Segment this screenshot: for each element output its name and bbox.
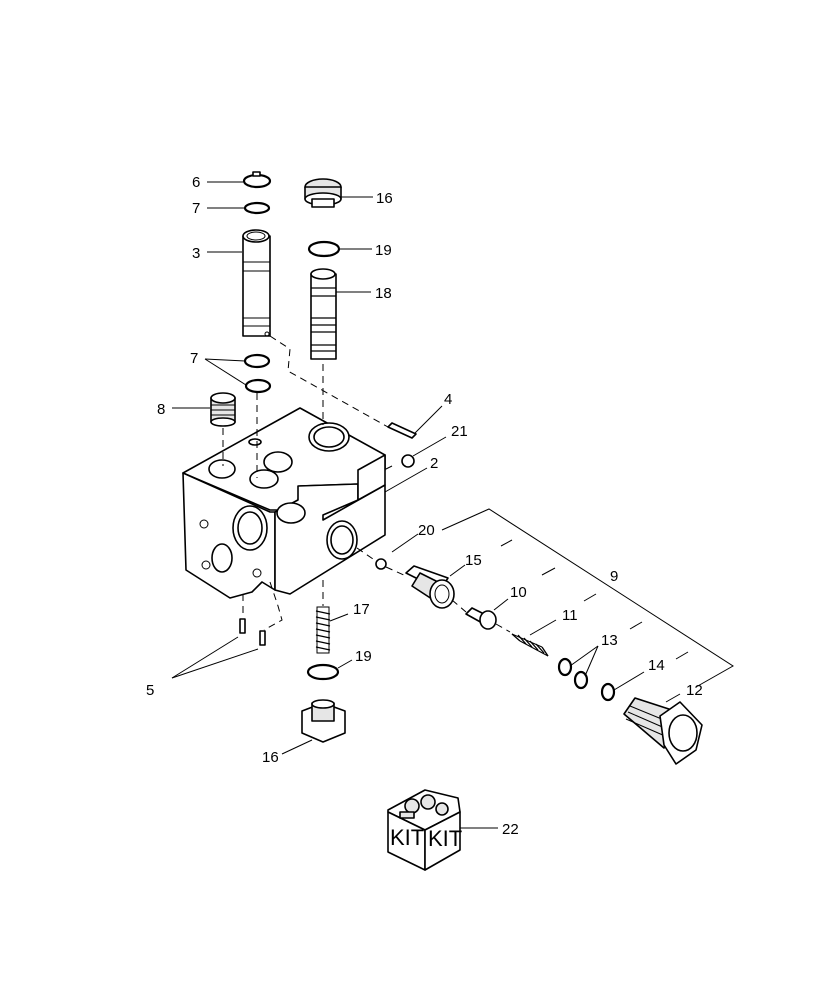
kit-label-right: KIT xyxy=(428,826,462,851)
part-15-valve-seat xyxy=(405,565,455,609)
kit-label-left: KIT xyxy=(390,825,424,850)
assembly-dashed-lines xyxy=(222,335,511,633)
part-5-pins xyxy=(239,618,266,646)
part-21-plug xyxy=(401,454,415,468)
callout-6: 6 xyxy=(192,174,200,191)
leader-lines xyxy=(171,181,734,829)
callout-12: 12 xyxy=(686,682,703,699)
callout-18: 18 xyxy=(375,285,392,302)
callout-21: 21 xyxy=(451,423,468,440)
callout-16-bottom: 16 xyxy=(262,749,279,766)
part-6-snap-ring xyxy=(242,171,272,189)
part-13-washer-a xyxy=(557,657,573,677)
callout-7-pair: 7 xyxy=(190,350,198,367)
callout-10: 10 xyxy=(510,584,527,601)
part-13-washer-b xyxy=(573,670,589,690)
callout-7-top: 7 xyxy=(192,200,200,217)
callout-22: 22 xyxy=(502,821,519,838)
callout-5: 5 xyxy=(146,682,154,699)
part-20-small-ring xyxy=(375,558,387,570)
callout-20: 20 xyxy=(418,522,435,539)
callout-11: 11 xyxy=(562,607,578,624)
part-7-o-ring-top xyxy=(243,201,271,215)
callout-8: 8 xyxy=(157,401,165,418)
callout-19-bottom: 19 xyxy=(355,648,372,665)
callout-3: 3 xyxy=(192,245,200,262)
callout-4: 4 xyxy=(444,391,452,408)
callout-9: 9 xyxy=(610,568,618,585)
callout-19-top: 19 xyxy=(375,242,392,259)
part-12-plug xyxy=(623,697,703,765)
kit-box-icon: KIT KIT xyxy=(387,789,462,871)
part-17-spring xyxy=(315,606,331,654)
part-16-plug-bottom xyxy=(301,699,346,743)
part-3-spool-sleeve xyxy=(242,229,271,337)
part-7-o-ring-bottom xyxy=(244,378,272,394)
callout-15: 15 xyxy=(465,552,482,569)
callout-14: 14 xyxy=(648,657,665,674)
callout-2: 2 xyxy=(430,455,438,472)
part-7-o-ring-middle xyxy=(243,353,271,369)
part-19-o-ring-bottom xyxy=(306,663,340,681)
callout-17: 17 xyxy=(353,601,370,618)
part-4-pin xyxy=(387,422,417,439)
callout-13: 13 xyxy=(601,632,618,649)
callout-16-top: 16 xyxy=(376,190,393,207)
part-8-threaded-plug xyxy=(210,392,236,427)
part-14-washer xyxy=(600,682,616,702)
part-11-spring xyxy=(511,633,549,657)
part-10-poppet xyxy=(465,607,497,630)
callout-labels: 6 7 3 7 8 16 19 18 4 21 2 20 15 10 11 9 … xyxy=(146,174,703,838)
part-16-plug-top xyxy=(304,178,342,208)
part-18-cartridge xyxy=(310,268,337,360)
valve-body xyxy=(182,407,386,599)
part-19-o-ring-top xyxy=(307,240,341,258)
